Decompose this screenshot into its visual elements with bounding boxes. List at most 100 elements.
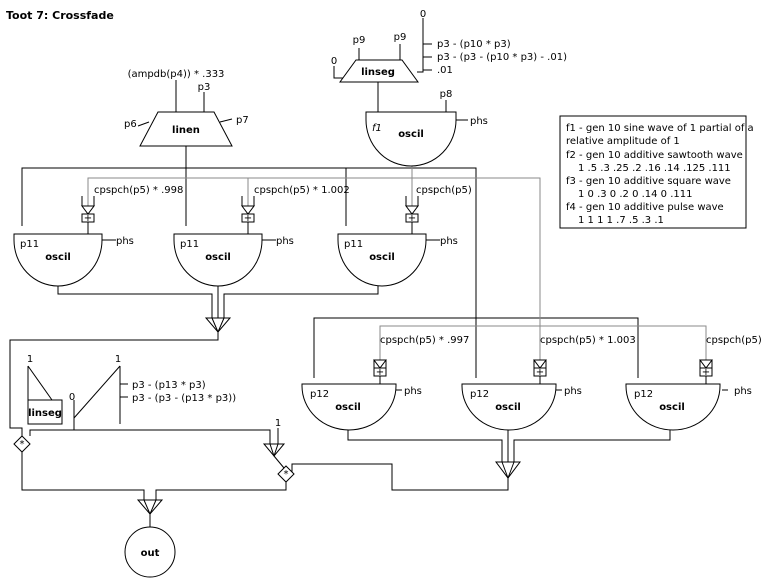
sum-arrow-icon [204, 317, 232, 333]
lfo-phs: phs [470, 116, 488, 127]
osc-top-1-pitch: cpspch(p5) * .998 [94, 185, 183, 196]
legend-line-1: relative amplitude of 1 [566, 136, 680, 147]
osc-bottom-3-shape [625, 383, 721, 431]
adder-box [533, 367, 547, 377]
osc-top-1-phs: phs [116, 236, 134, 247]
osc-bottom-2-phs: phs [564, 386, 582, 397]
osc-top-3-pitch: cpspch(p5) [416, 185, 472, 196]
function-table-legend: f1 - gen 10 sine wave of 1 partial of a … [559, 115, 754, 229]
bottom-sum-node [495, 461, 521, 479]
multiply-diamond [13, 435, 31, 453]
osc-bottom-3-fn: p12 [634, 389, 653, 400]
legend-line-6: f4 - gen 10 additive pulse wave [566, 202, 724, 213]
linseg-top-input-1: p9 [353, 35, 366, 46]
osc-bottom-group: + cpspch(p5) * .997 p12 oscil phs + cpsp… [301, 335, 762, 431]
linen-box [139, 111, 233, 147]
linseg-fade-input-1: 0 [69, 392, 75, 403]
linseg-fade-input-2: 1 [115, 354, 121, 365]
osc-bottom-1-shape [301, 383, 397, 431]
linseg-top-label: linseg [361, 67, 395, 78]
osc-top-2-phs: phs [276, 236, 294, 247]
osc-top-2-label: oscil [205, 252, 231, 263]
osc-top-group: + cpspch(p5) * .998 p11 oscil phs + cpsp… [13, 185, 472, 287]
linseg-fade-arg-0: p3 - (p13 * p3) [132, 380, 206, 391]
pitch-arrow-icon [699, 359, 713, 369]
linseg-crossfade-envelope: linseg 1 0 1 p3 - (p13 * p3) p3 - (p3 - … [27, 354, 236, 425]
linen-dur-arg: p6 [124, 119, 137, 130]
osc-top-1: + cpspch(p5) * .998 p11 oscil phs [13, 185, 183, 287]
adder-sign: + [84, 213, 92, 224]
osc-top-3-label: oscil [369, 252, 395, 263]
legend-line-5: 1 0 .3 0 .2 0 .14 0 .111 [578, 189, 693, 200]
osc-bottom-2-label: oscil [495, 402, 521, 413]
adder-sign: + [376, 367, 384, 378]
linen-amp-arg: (ampdb(p4)) * .333 [128, 69, 225, 80]
crossfade-multiplier-1: * [13, 435, 31, 453]
adder-box [373, 367, 387, 377]
output-node: out [124, 526, 176, 578]
multiply-sign: * [20, 439, 25, 450]
osc-top-1-label: oscil [45, 252, 71, 263]
subtract-arrow-icon [262, 443, 286, 457]
diagram-title: Toot 7: Crossfade [6, 9, 114, 22]
linen-label: linen [172, 125, 200, 136]
legend-line-3: 1 .5 .3 .25 .2 .16 .14 .125 .111 [578, 163, 731, 174]
osc-top-1-shape [13, 233, 103, 287]
linseg-fade-input-0: 1 [27, 354, 33, 365]
osc-bottom-1-label: oscil [335, 402, 361, 413]
adder-sign: + [702, 367, 710, 378]
linseg-fade-arg-1: p3 - (p3 - (p13 * p3)) [132, 393, 236, 404]
osc-bottom-1-fn: p12 [310, 389, 329, 400]
osc-top-2-fn: p11 [180, 239, 199, 250]
adder-box [699, 367, 713, 377]
lfo-label: oscil [398, 129, 424, 140]
osc-top-2-shape [173, 233, 263, 287]
osc-bottom-3-label: oscil [659, 402, 685, 413]
linseg-top-arg-1: p3 - (p3 - (p10 * p3) - .01) [437, 52, 567, 63]
legend-line-4: f3 - gen 10 additive square wave [566, 176, 731, 187]
osc-bottom-3-pitch: cpspch(p5) [706, 335, 762, 346]
linen-rise-arg: p3 [198, 82, 211, 93]
osc-bottom-1: + cpspch(p5) * .997 p12 oscil phs [301, 335, 469, 431]
osc-bottom-2-shape [461, 383, 557, 431]
osc-bottom-1-phs: phs [404, 386, 422, 397]
adder-sign: + [536, 367, 544, 378]
osc-top-3-phs: phs [440, 236, 458, 247]
multiply-diamond [277, 465, 295, 483]
linseg-fade-label: linseg [28, 408, 62, 419]
linen-dec-arg: p7 [236, 115, 249, 126]
osc-bottom-3: + cpspch(p5) p12 oscil phs [625, 335, 762, 431]
crossfade-multiplier-2: 1 * [262, 418, 295, 483]
pitch-arrow-icon [241, 205, 255, 215]
adder-box [241, 213, 255, 223]
osc-top-3: + cpspch(p5) p11 oscil phs [337, 185, 472, 287]
pitch-arrow-icon [405, 205, 419, 215]
sum-arrow-icon [136, 499, 164, 515]
out-label: out [141, 548, 160, 559]
pitch-arrow-icon [81, 205, 95, 215]
linseg-vibrato-envelope: linseg 0 p9 p9 0 p3 - (p10 * p3) p3 - (p… [331, 9, 567, 83]
legend-line-2: f2 - gen 10 additive sawtooth wave [566, 150, 743, 161]
linseg-top-box [339, 59, 419, 83]
legend-line-0: f1 - gen 10 sine wave of 1 partial of a [566, 123, 754, 134]
lfo-cps: p8 [440, 89, 453, 100]
legend-line-7: 1 1 1 1 .7 .5 .3 .1 [578, 215, 664, 226]
osc-top-3-fn: p11 [344, 239, 363, 250]
linseg-top-input-3: 0 [420, 9, 426, 20]
linen-unit: linen (ampdb(p4)) * .333 p3 p6 p7 [124, 69, 249, 147]
linseg-top-input-0: 0 [331, 56, 337, 67]
osc-bottom-2: + cpspch(p5) * 1.003 p12 oscil phs [461, 335, 636, 431]
out-circle [124, 526, 176, 578]
adder-sign: + [408, 213, 416, 224]
legend-box [559, 115, 747, 229]
adder-sign: + [244, 213, 252, 224]
top-sum-node [204, 317, 232, 333]
const-one: 1 [275, 418, 281, 429]
output-sum-node [136, 499, 164, 515]
osc-top-3-shape [337, 233, 427, 287]
linseg-top-arg-0: p3 - (p10 * p3) [437, 39, 511, 50]
signal-wires [9, 18, 728, 528]
linseg-top-arg-2: .01 [437, 65, 453, 76]
osc-bottom-1-pitch: cpspch(p5) * .997 [380, 335, 469, 346]
